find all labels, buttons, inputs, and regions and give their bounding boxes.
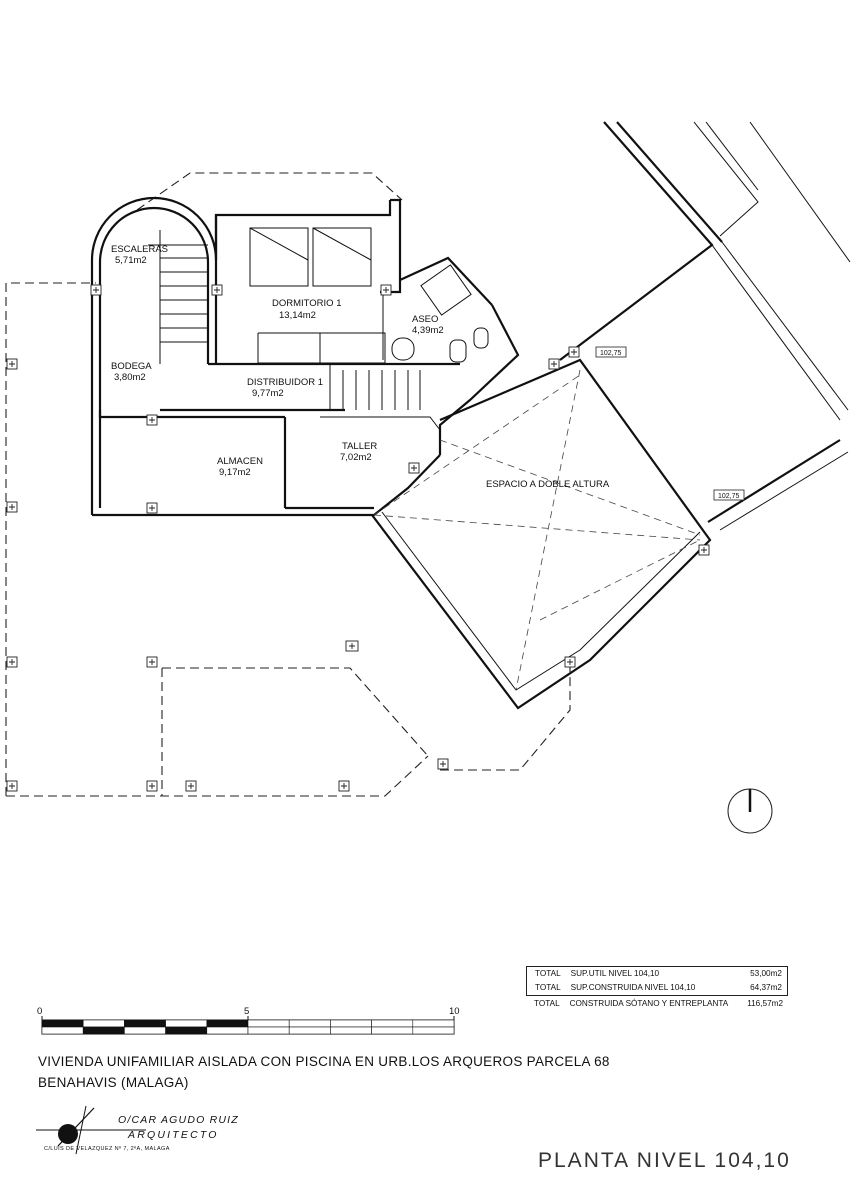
architect-role: ARQUITECTO (128, 1129, 219, 1141)
room-labels: ESCALERAS 5,71m2 DORMITORIO 1 13,14m2 AS… (111, 244, 610, 490)
scale-label: 0 (37, 1006, 42, 1017)
stair-treads (148, 230, 421, 410)
totals-row: TOTAL CONSTRUIDA SÓTANO Y ENTREPLANTA 116… (526, 997, 788, 1011)
room-area: 7,02m2 (340, 452, 372, 463)
totals-value: 53,00m2 (750, 969, 782, 978)
double-height-void (371, 358, 712, 710)
level-tag-text: 102,75 (600, 350, 622, 357)
shower-tray (391, 264, 489, 363)
scale-cell (124, 1019, 166, 1028)
totals-row: TOTAL SUP.CONSTRUIDA NIVEL 104,10 64,37m2 (527, 981, 787, 995)
room-name: BODEGA (111, 361, 152, 372)
totals-box: TOTAL SUP.UTIL NIVEL 104,10 53,00m2 TOTAL… (526, 966, 788, 996)
room-area: 9,17m2 (219, 467, 251, 478)
scale-label: 10 (449, 1006, 460, 1017)
room-area: 5,71m2 (115, 255, 147, 266)
room-name: ALMACEN (217, 456, 263, 467)
architect-logo-icon (36, 1105, 146, 1155)
totals-label: TOTAL (535, 983, 561, 992)
area-totals-table: TOTAL SUP.UTIL NIVEL 104,10 53,00m2 TOTAL… (526, 966, 788, 1011)
totals-value: 116,57m2 (747, 999, 783, 1008)
totals-desc: CONSTRUIDA SÓTANO Y ENTREPLANTA (569, 999, 729, 1008)
totals-desc: SUP.UTIL NIVEL 104,10 (570, 969, 660, 978)
scale-cell (165, 1026, 208, 1035)
room-area: 9,77m2 (252, 388, 284, 399)
project-location: BENAHAVIS (MALAGA) (38, 1075, 189, 1090)
house-walls (90, 196, 520, 517)
north-arrow-icon (727, 788, 773, 834)
sheet-title: PLANTA NIVEL 104,10 (538, 1149, 791, 1172)
scale-cell (371, 1026, 414, 1035)
beds (249, 227, 372, 287)
scale-cell (82, 1019, 125, 1028)
room-name: TALLER (342, 441, 377, 452)
room-name: DORMITORIO 1 (272, 298, 342, 309)
level-tag: 102,75 (713, 489, 745, 501)
room-name: DISTRIBUIDOR 1 (247, 377, 323, 388)
room-name: ASEO (412, 314, 438, 325)
scale-cell (165, 1019, 208, 1028)
scale-cell (412, 1019, 455, 1028)
scale-cell (288, 1026, 331, 1035)
scale-bar: 0 5 10 (37, 1006, 460, 1035)
scale-cell (330, 1019, 372, 1028)
east-walls (559, 121, 851, 531)
scale-cell (41, 1019, 84, 1028)
scale-cell (41, 1026, 84, 1035)
scale-cell (124, 1026, 166, 1035)
totals-desc: SUP.CONSTRUIDA NIVEL 104,10 (570, 983, 696, 992)
scale-cell (206, 1019, 249, 1028)
scale-cell (371, 1019, 414, 1028)
totals-label: TOTAL (534, 999, 560, 1008)
scale-cell (288, 1019, 331, 1028)
architect-name: O/CAR AGUDO RUIZ (118, 1114, 239, 1126)
room-area: 3,80m2 (114, 372, 146, 383)
architect-address: C/LUIS DE VELAZQUEZ Nº 7, 2ºA, MALAGA (44, 1146, 170, 1152)
totals-row: TOTAL SUP.UTIL NIVEL 104,10 53,00m2 (527, 967, 787, 981)
scale-cell (330, 1026, 372, 1035)
level-tag: 102,75 (595, 346, 627, 358)
scale-cell (247, 1019, 290, 1028)
project-title: VIVIENDA UNIFAMILIAR AISLADA CON PISCINA… (38, 1054, 610, 1069)
scale-cell (82, 1026, 125, 1035)
room-name: ESPACIO A DOBLE ALTURA (486, 479, 610, 490)
totals-value: 64,37m2 (750, 983, 782, 992)
room-name: ESCALERAS (111, 244, 168, 255)
survey-markers (6, 284, 710, 792)
scale-cell (247, 1026, 290, 1035)
scale-label: 5 (244, 1006, 249, 1017)
architect-stamp: O/CAR AGUDO RUIZ ARQUITECTO C/LUIS DE VE… (36, 1104, 256, 1164)
room-area: 4,39m2 (412, 325, 444, 336)
terrace-outline (5, 172, 571, 797)
scale-cell (412, 1026, 455, 1035)
totals-label: TOTAL (535, 969, 561, 978)
scale-cell (206, 1026, 249, 1035)
room-area: 13,14m2 (279, 310, 316, 321)
level-tag-text: 102,75 (718, 493, 740, 500)
